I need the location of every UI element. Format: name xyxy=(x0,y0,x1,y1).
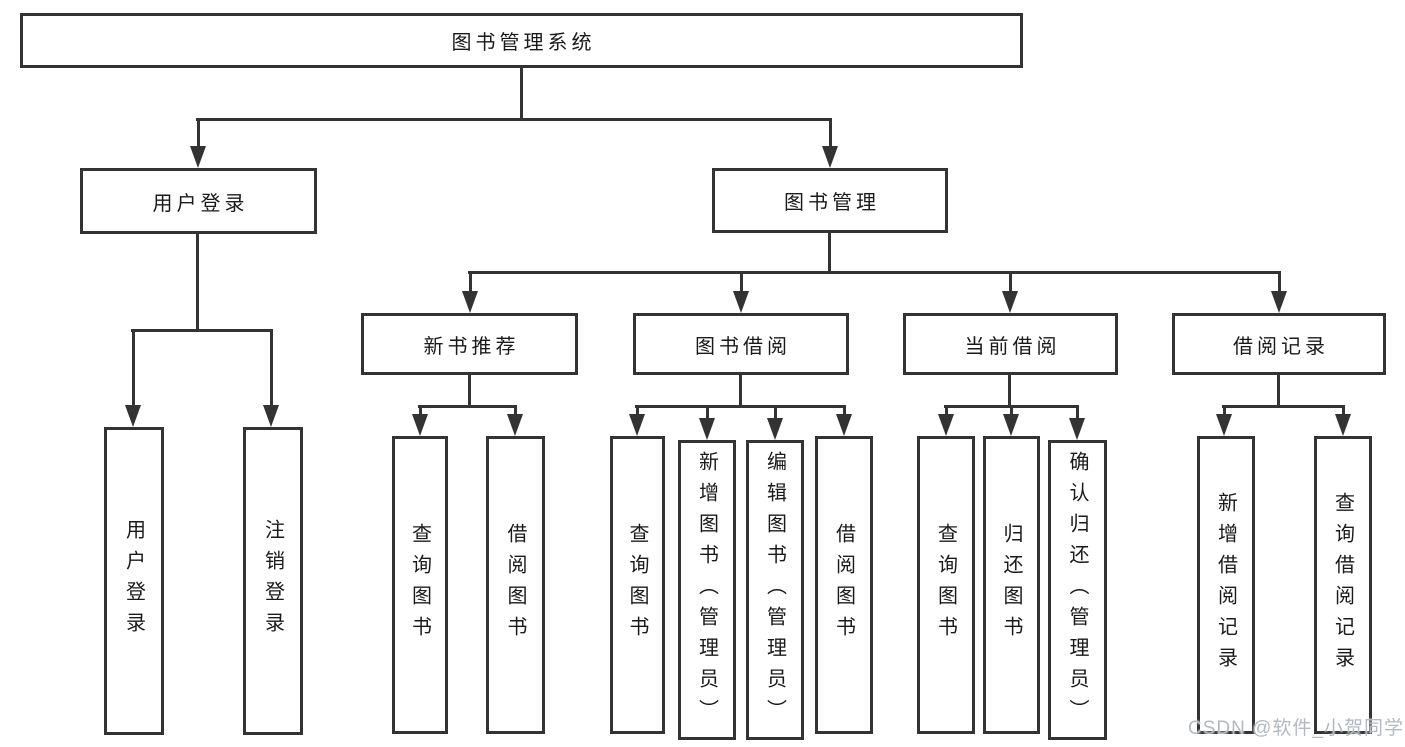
connector-line xyxy=(774,405,777,420)
connector-line xyxy=(1008,374,1011,408)
arrow-down-icon xyxy=(822,146,838,168)
connector-line xyxy=(1076,405,1079,420)
arrow-down-icon xyxy=(767,418,783,440)
node-current-query-book: 查询图书 xyxy=(917,436,975,734)
connector-line xyxy=(270,329,273,407)
connector-line xyxy=(468,374,471,408)
connector-line xyxy=(739,374,742,408)
node-borrow-add-book-admin: 新增图书（管理员） xyxy=(678,440,736,740)
node-new-book-recommend: 新书推荐 xyxy=(361,313,578,375)
node-book-management: 图书管理 xyxy=(712,168,948,233)
arrow-down-icon xyxy=(507,414,523,436)
connector-line xyxy=(514,405,517,416)
arrow-down-icon xyxy=(938,414,954,436)
connector-line xyxy=(1010,405,1013,416)
node-borrow-borrow-book: 借阅图书 xyxy=(815,436,873,734)
connector-line xyxy=(131,329,273,332)
connector-line xyxy=(843,405,846,416)
arrow-down-icon xyxy=(190,146,206,168)
watermark: CSDN @软件_小贺同学 xyxy=(1188,718,1404,739)
arrow-down-icon xyxy=(1003,414,1019,436)
node-record-add-record: 新增借阅记录 xyxy=(1197,436,1255,734)
connector-line xyxy=(828,232,831,274)
connector-line xyxy=(468,271,1281,274)
node-borrow-query-book: 查询图书 xyxy=(610,436,665,734)
connector-line xyxy=(1222,405,1345,408)
connector-line xyxy=(636,405,639,416)
connector-line xyxy=(419,405,422,416)
connector-line xyxy=(196,118,832,121)
node-current-borrow: 当前借阅 xyxy=(903,313,1118,375)
node-logout: 注销登录 xyxy=(243,427,303,735)
node-current-return-book: 归还图书 xyxy=(983,436,1040,734)
node-user-login: 用户登录 xyxy=(80,168,317,234)
connector-line xyxy=(1277,374,1280,408)
arrow-down-icon xyxy=(412,414,428,436)
connector-line xyxy=(132,329,135,407)
arrow-down-icon xyxy=(263,405,279,427)
arrow-down-icon xyxy=(1216,414,1232,436)
arrow-down-icon xyxy=(733,291,749,313)
arrow-down-icon xyxy=(836,414,852,436)
connector-line xyxy=(1278,271,1281,293)
arrow-down-icon xyxy=(1069,418,1085,440)
arrow-down-icon xyxy=(125,405,141,427)
node-newrec-borrow-book: 借阅图书 xyxy=(486,436,545,734)
arrow-down-icon xyxy=(1335,414,1351,436)
connector-line xyxy=(945,405,948,416)
node-book-borrow: 图书借阅 xyxy=(633,313,849,375)
node-login: 用户登录 xyxy=(104,427,164,735)
connector-line xyxy=(1342,405,1345,416)
connector-line xyxy=(1223,405,1226,416)
node-current-confirm-return-admin: 确认归还（管理员） xyxy=(1048,440,1107,740)
node-borrow-record: 借阅记录 xyxy=(1172,313,1386,375)
arrow-down-icon xyxy=(1002,291,1018,313)
connector-line xyxy=(196,233,199,332)
node-newrec-query-book: 查询图书 xyxy=(392,436,448,734)
connector-line xyxy=(520,67,523,121)
arrow-down-icon xyxy=(699,418,715,440)
connector-line xyxy=(829,118,832,148)
node-borrow-edit-book-admin: 编辑图书（管理员） xyxy=(746,440,804,740)
node-record-query-record: 查询借阅记录 xyxy=(1314,436,1372,734)
connector-line xyxy=(1009,271,1012,293)
node-root: 图书管理系统 xyxy=(20,13,1023,68)
arrow-down-icon xyxy=(1271,291,1287,313)
connector-line xyxy=(418,405,517,408)
arrow-down-icon xyxy=(462,291,478,313)
connector-line xyxy=(469,271,472,293)
arrow-down-icon xyxy=(629,414,645,436)
connector-line xyxy=(706,405,709,420)
connector-line xyxy=(197,118,200,148)
connector-line xyxy=(740,271,743,293)
